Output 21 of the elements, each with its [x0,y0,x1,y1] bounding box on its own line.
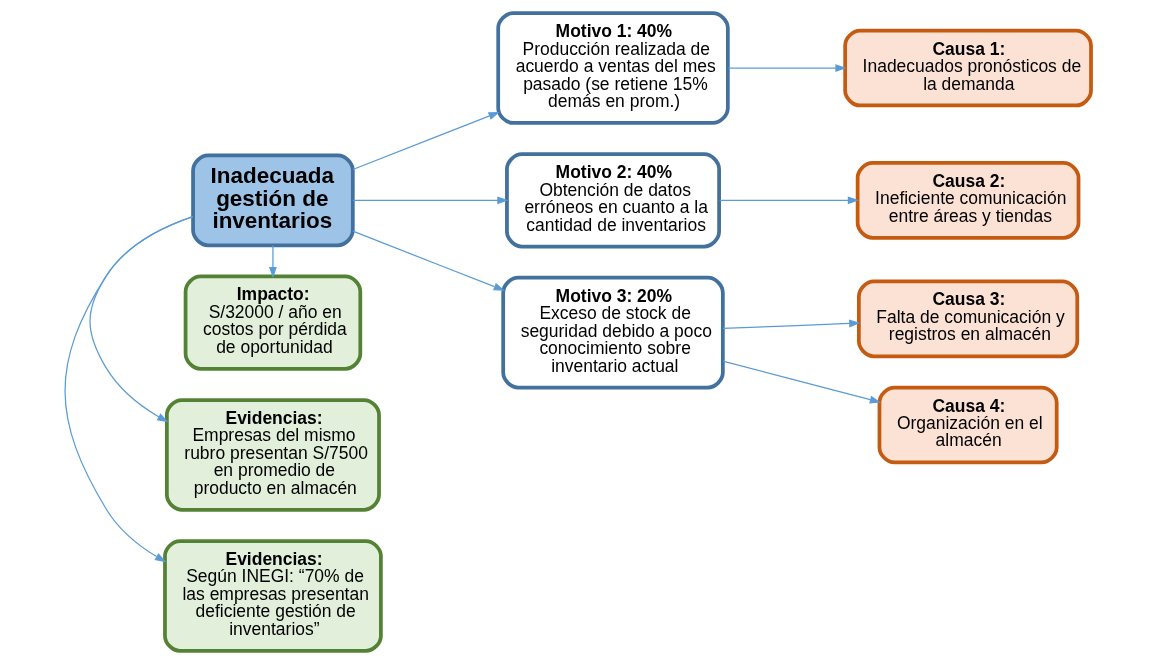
node-box: Causa 2: Ineficiente comunicación entre áreas y tiendas [855,161,1081,240]
node-box: Impacto: S/32000 / año en costos por pérdida de oportunidad [183,274,363,371]
arrow [269,244,277,279]
arrow [352,230,505,291]
arrow [352,196,509,205]
node-box: Evidencias: Según INEGI: “70% de las empresas presentan deficiente gestión de inventarios” [163,539,383,653]
arrow [727,64,847,72]
node-box: Motivo 1: 40% Producción realizada de acuerdo a ventas del mes pasado (se retiene 15% demás en prom.) [496,11,730,125]
node-box: Causa 3: Falta de comunicación y registros en almacén [857,279,1080,359]
arrow [722,360,881,404]
arrow [64,216,194,563]
arrow [352,111,500,171]
node-box: Motivo 3: 20% Exceso de stock de seguridad debido a poco conocimiento sobre inventario actual [501,275,725,390]
arrow [722,319,861,329]
node-box: Inadecuada gestión de inventarios [191,153,355,248]
arrow [89,216,194,423]
arrow [718,196,860,205]
node-box: Motivo 2: 40% Obtención de datos erróneos en cuanto a la cantidad de inventarios [505,152,721,249]
node-box: Causa 4: Organización en el almacén [877,385,1059,465]
node-box: Causa 1: Inadecuados pronósticos de la demanda [843,28,1093,108]
node-box: Evidencias: Empresas del mismo rubro presentan S/7500 en promedio de producto en almacén [165,398,381,512]
